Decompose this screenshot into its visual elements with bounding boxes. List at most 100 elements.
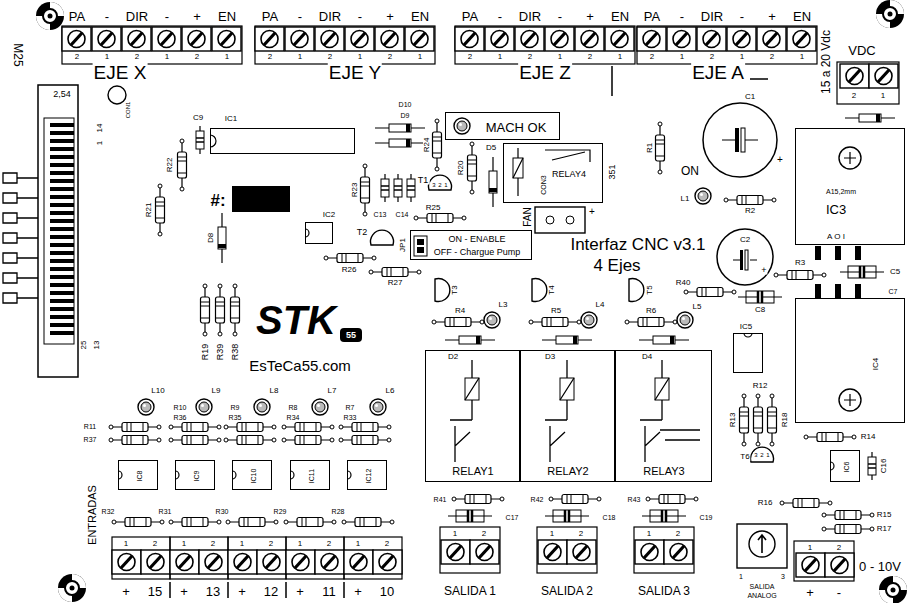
electrolytic-capacitor	[703, 103, 777, 177]
silkscreen-label: 1	[357, 53, 363, 61]
silkscreen-label: 2	[836, 544, 842, 552]
screw-terminal	[199, 550, 228, 574]
silkscreen-label: -	[297, 10, 303, 23]
mounting-hole	[876, 0, 904, 28]
silkscreen-label: L10	[150, 387, 165, 395]
component-outline: RELAY4	[503, 143, 603, 203]
screw-terminal	[796, 553, 825, 577]
diode-symbol	[489, 157, 497, 207]
silkscreen-label: RELAY4	[551, 170, 587, 179]
silkscreen-label: R30	[215, 508, 230, 515]
silkscreen-label: 4 Ejes	[592, 257, 641, 274]
silkscreen-label: +	[767, 10, 777, 23]
silkscreen-label: 1	[104, 53, 110, 61]
silkscreen-label: OFF - Chargue Pump	[433, 248, 522, 257]
screw-terminal	[441, 540, 470, 564]
silkscreen-label: 1	[738, 573, 744, 580]
screw-terminal	[170, 550, 199, 574]
resistor-symbol	[342, 518, 394, 527]
silkscreen-label: 11	[321, 585, 337, 598]
silkscreen-label: 1	[224, 53, 230, 61]
silkscreen-label: 25	[80, 340, 88, 351]
silkscreen-label: 1	[617, 53, 623, 61]
terminal-body	[537, 527, 597, 573]
silkscreen-label: R29	[273, 508, 288, 515]
resistor-symbol	[804, 433, 856, 442]
silkscreen-label: +	[353, 585, 363, 598]
resistor-symbol	[339, 423, 391, 432]
silkscreen-label: 2	[851, 92, 857, 100]
transistor-symbol	[751, 447, 774, 462]
resistor-symbol	[740, 394, 749, 446]
terminal-body	[637, 26, 817, 64]
silkscreen-label: R21	[145, 202, 153, 219]
led-symbol	[581, 312, 597, 328]
screw-terminal	[375, 27, 404, 51]
component-outline: IC10	[232, 460, 272, 490]
led-symbol	[370, 399, 386, 415]
silkscreen-label: #:	[209, 192, 226, 209]
mounting-hole	[58, 574, 86, 602]
terminal-body	[344, 537, 402, 579]
resistor-symbol	[656, 122, 665, 174]
serial-blackout	[232, 186, 290, 212]
silkscreen-label: R37	[83, 436, 98, 443]
silkscreen-label: R41	[433, 496, 448, 503]
silkscreen-label: 2	[134, 53, 140, 61]
silkscreen-label: 2,54	[52, 90, 72, 99]
component-outline: A15,2mmIC3A O I	[795, 128, 905, 245]
silkscreen-label: 2	[152, 540, 158, 548]
silkscreen-label: SALIDA	[749, 583, 776, 590]
silkscreen-label: T1	[417, 176, 430, 185]
relay-contact	[450, 360, 479, 462]
silkscreen-label: 1	[452, 530, 458, 538]
capacitor-symbol	[448, 510, 492, 522]
resistor-symbol	[284, 518, 336, 527]
silkscreen-label: ON - ENABLE	[447, 235, 506, 244]
silkscreen-label: PA	[261, 10, 279, 23]
screw-terminal	[141, 550, 170, 574]
silkscreen-label: DIR	[125, 10, 149, 23]
resistor-symbol	[324, 254, 376, 263]
silkscreen-label: PA	[68, 10, 86, 23]
terminal-body	[455, 26, 635, 64]
silkscreen-label: R26	[341, 266, 358, 274]
silkscreen-label: 2	[387, 53, 393, 61]
connector-shell	[3, 173, 38, 303]
silkscreen-label: IC6	[843, 461, 850, 474]
silkscreen-label: R3	[794, 259, 806, 267]
screw-terminal	[405, 27, 434, 51]
terminal-body	[440, 527, 500, 573]
silkscreen-label: 1	[355, 540, 361, 548]
silkscreen-label: CON3	[540, 174, 547, 195]
silkscreen-label: 1	[646, 530, 652, 538]
screw-terminal	[635, 540, 664, 564]
ic-pin	[855, 246, 861, 260]
silkscreen-label: EsTeCa55.com	[248, 358, 352, 373]
silkscreen-label: +	[588, 207, 596, 217]
silkscreen-label: A15,2mm	[825, 188, 857, 195]
resistor-symbol	[282, 436, 334, 445]
screw-terminal	[152, 27, 181, 51]
screw-terminal	[344, 550, 373, 574]
resistor-symbol	[774, 271, 826, 280]
heatsink-screw	[839, 389, 861, 411]
screw-terminal	[869, 64, 898, 88]
jumper-pin	[417, 239, 424, 245]
resistor-symbol	[169, 436, 221, 445]
silkscreen-label: R16	[757, 499, 774, 507]
silkscreen-label: R40	[675, 279, 692, 287]
component-outline: RELAY1	[425, 350, 520, 482]
silkscreen-label: FAN	[523, 206, 533, 227]
transistor-symbol	[532, 279, 547, 302]
silkscreen-label: EJE A	[691, 63, 745, 82]
silkscreen-label: 2	[210, 540, 216, 548]
silkscreen-label: IC11	[308, 468, 315, 484]
silkscreen-label: IC5	[739, 323, 753, 331]
relay-contact	[513, 148, 590, 196]
resistor-symbol	[625, 318, 677, 327]
terminal-body	[837, 62, 899, 104]
silkscreen-label: 2	[326, 540, 332, 548]
